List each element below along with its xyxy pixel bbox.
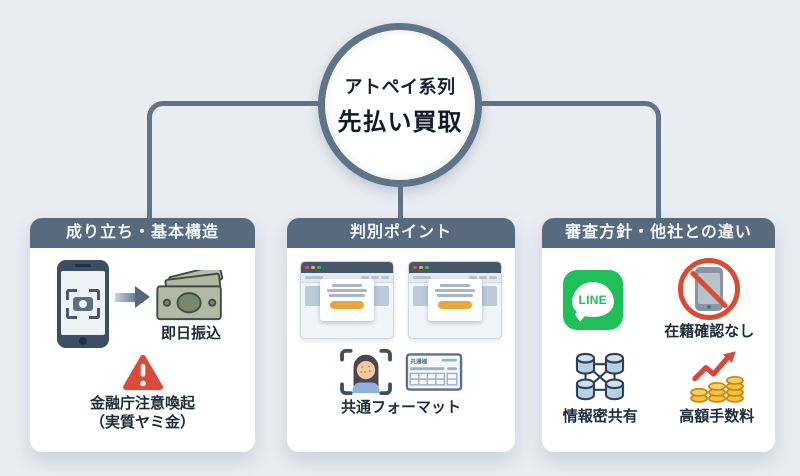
format-row: 共通様 xyxy=(287,348,515,396)
item-label: 金融庁注意喚起 xyxy=(89,395,195,412)
coins-rising-fee-icon xyxy=(689,351,744,403)
no-phone-icon xyxy=(678,258,741,320)
flow-row: 即日振込 xyxy=(30,248,255,348)
phone-home-button xyxy=(79,337,87,345)
cash-bills-icon xyxy=(156,270,224,321)
panel-body: LINE 在籍確認なし xyxy=(542,248,775,452)
no-verification-item: 在籍確認なし xyxy=(664,258,754,342)
camera-icon xyxy=(73,297,93,311)
panel-header: 審査方針・他社との違い xyxy=(542,218,775,248)
item-label: 在籍確認なし xyxy=(664,323,755,340)
phone-speaker xyxy=(75,264,91,267)
scan-frame-icon xyxy=(66,289,100,319)
panel-body: 共通様 共通フォーマット xyxy=(287,248,515,452)
root-node: アトペイ系列 先払い買取 xyxy=(318,23,482,187)
arrow-right-icon xyxy=(115,286,150,308)
panel-body: 即日振込 金融庁注意喚起 （実質ヤミ金） xyxy=(30,248,255,452)
cash-item: 即日振込 xyxy=(154,270,228,344)
phone-scan-icon xyxy=(57,260,109,348)
item-sublabel: （実質ヤミ金） xyxy=(89,413,195,431)
panel-origin-structure: 成り立ち・基本構造 xyxy=(30,218,255,452)
panel-screening-differences: 審査方針・他社との違い LINE 在籍確認なし xyxy=(542,218,775,452)
database-network-icon xyxy=(576,352,625,400)
cta-button-shape xyxy=(330,301,364,309)
payment-slip-icon: 共通様 xyxy=(405,353,463,391)
panel-identification-points: 判別ポイント xyxy=(287,218,515,452)
item-label: 共通フォーマット xyxy=(340,399,461,416)
slip-label: 共通様 xyxy=(410,357,427,365)
info-sharing-item: 情報密共有 xyxy=(563,349,638,427)
line-item: LINE xyxy=(562,269,623,330)
item-label: 情報密共有 xyxy=(562,407,638,425)
screening-row-1: LINE 在籍確認なし xyxy=(542,248,775,342)
cta-button-shape xyxy=(438,301,472,309)
line-bubble: LINE xyxy=(571,282,614,318)
item-label: 即日振込 xyxy=(160,325,221,343)
browser-window-icon xyxy=(408,261,502,339)
connector-left-branch xyxy=(147,101,405,223)
screening-row-2: 情報密共有 xyxy=(542,342,775,427)
warning-icon xyxy=(122,354,163,391)
browser-comparison-row xyxy=(287,248,515,339)
root-title-line1: アトペイ系列 xyxy=(344,77,456,97)
browser-window-icon xyxy=(300,261,394,339)
connector-right-branch xyxy=(400,101,661,223)
panel-header: 判別ポイント xyxy=(287,218,515,248)
face-scan-icon xyxy=(340,348,392,396)
panel-header: 成り立ち・基本構造 xyxy=(30,218,255,248)
item-label: 高額手数料 xyxy=(679,407,755,425)
warning-item: 金融庁注意喚起 （実質ヤミ金） xyxy=(30,352,255,433)
root-title-line2: 先払い買取 xyxy=(337,109,463,136)
high-fee-item: 高額手数料 xyxy=(679,349,754,427)
line-app-icon: LINE xyxy=(562,269,623,330)
